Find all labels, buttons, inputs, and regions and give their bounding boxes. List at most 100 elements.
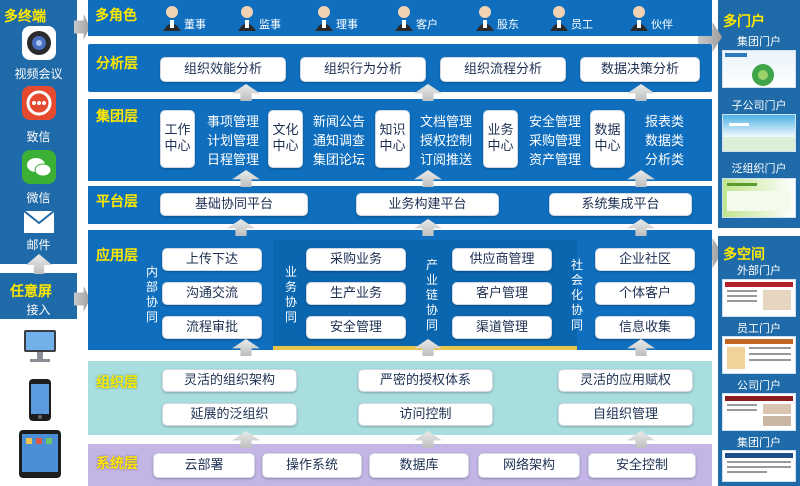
role-label[interactable]: 理事 <box>336 18 358 31</box>
flexible-org-structure[interactable]: 灵活的组织架构 <box>162 369 297 392</box>
business-center[interactable]: 业务 中心 <box>483 110 518 168</box>
database[interactable]: 数据库 <box>369 453 469 478</box>
video-conference-icon[interactable] <box>22 26 56 60</box>
org-behavior-analysis[interactable]: 组织行为分析 <box>300 57 426 82</box>
any-screen-arrow-right <box>74 286 90 312</box>
knowledge-items: 文档管理 授权控制 订阅推送 <box>420 115 473 168</box>
culture-center[interactable]: 文化 中心 <box>268 110 303 168</box>
role-avatar-icon[interactable] <box>548 4 570 32</box>
portal-label-subsidiary[interactable]: 子公司门户 <box>731 99 787 112</box>
group-space-thumbnail[interactable] <box>722 450 796 482</box>
operating-system[interactable]: 操作系统 <box>262 453 362 478</box>
knowledge-center[interactable]: 知识 中心 <box>375 110 410 168</box>
wechat-icon[interactable] <box>22 150 56 184</box>
role-avatar-icon[interactable] <box>313 4 335 32</box>
app-enterprise-community[interactable]: 企业社区 <box>595 248 695 271</box>
system-title: 系统层 <box>96 456 138 472</box>
role-label[interactable]: 股东 <box>497 18 519 31</box>
business-items: 安全管理 采购管理 资产管理 <box>529 115 582 168</box>
multi-terminal-panel: 多终端 视频会议 致信 微信 邮件 <box>0 0 77 264</box>
security-control[interactable]: 安全控制 <box>588 453 696 478</box>
space-label-company[interactable]: 公司门户 <box>737 379 781 392</box>
zhixin-label[interactable]: 致信 <box>26 130 51 144</box>
app-supplier-management[interactable]: 供应商管理 <box>452 248 552 271</box>
roles-title: 多角色 <box>95 8 137 24</box>
role-label[interactable]: 伙伴 <box>651 18 673 31</box>
role-avatar-icon[interactable] <box>474 4 496 32</box>
app-process-approval[interactable]: 流程审批 <box>162 316 262 339</box>
multi-space-title: 多空间 <box>723 247 765 263</box>
role-label[interactable]: 董事 <box>184 18 206 31</box>
multi-terminal-title: 多终端 <box>4 9 46 25</box>
role-avatar-icon[interactable] <box>161 4 183 32</box>
app-individual-customer[interactable]: 个体客户 <box>595 282 695 305</box>
any-screen-title: 任意屏 <box>10 284 52 300</box>
app-upload-down[interactable]: 上传下达 <box>162 248 262 271</box>
work-center[interactable]: 工作 中心 <box>160 110 195 168</box>
multi-space-panel: 多空间 外部门户 员工门户 公司门户 集团门户 <box>718 236 800 486</box>
flexible-app-empowerment[interactable]: 灵活的应用赋权 <box>558 369 693 392</box>
data-items: 报表类 数据类 分析类 <box>645 115 685 168</box>
space-label-group[interactable]: 集团门户 <box>737 436 781 449</box>
company-portal-thumbnail[interactable] <box>722 393 796 431</box>
system-integration-platform[interactable]: 系统集成平台 <box>549 193 692 216</box>
app-communication[interactable]: 沟通交流 <box>162 282 262 305</box>
external-portal-thumbnail[interactable] <box>722 279 796 317</box>
smartphone-icon[interactable] <box>26 378 54 422</box>
wechat-label[interactable]: 微信 <box>26 191 51 205</box>
app-channel-management[interactable]: 渠道管理 <box>452 316 552 339</box>
any-screen-sub: 接入 <box>26 303 51 317</box>
mail-label[interactable]: 邮件 <box>26 238 51 252</box>
social-collab-label: 社 会 化 协 同 <box>570 258 583 332</box>
video-conference-label[interactable]: 视频会议 <box>14 67 63 81</box>
tablet-icon[interactable] <box>16 428 64 480</box>
group-portal-thumbnail[interactable] <box>722 50 796 88</box>
app-customer-management[interactable]: 客户管理 <box>452 282 552 305</box>
desktop-computer-icon[interactable] <box>20 328 60 368</box>
role-label[interactable]: 客户 <box>416 18 438 31</box>
platform-title: 平台层 <box>96 194 138 210</box>
terminal-arrow-right <box>74 14 90 40</box>
org-process-analysis[interactable]: 组织流程分析 <box>440 57 566 82</box>
portal-label-pan-org[interactable]: 泛组织门户 <box>731 162 787 175</box>
employee-portal-thumbnail[interactable] <box>722 336 796 374</box>
zhixin-icon[interactable] <box>22 86 56 120</box>
cloud-deployment[interactable]: 云部署 <box>153 453 255 478</box>
extended-pan-org[interactable]: 延展的泛组织 <box>162 403 297 426</box>
multi-portal-title: 多门户 <box>723 14 765 30</box>
app-procurement[interactable]: 采购业务 <box>306 248 406 271</box>
mail-icon[interactable] <box>23 210 55 233</box>
portal-label-group[interactable]: 集团门户 <box>737 35 781 48</box>
data-center[interactable]: 数据 中心 <box>590 110 625 168</box>
space-label-external[interactable]: 外部门户 <box>737 264 781 277</box>
application-title: 应用层 <box>96 248 138 264</box>
business-build-platform[interactable]: 业务构建平台 <box>356 193 499 216</box>
data-decision-analysis[interactable]: 数据决策分析 <box>580 57 700 82</box>
strict-authorization-system[interactable]: 严密的授权体系 <box>358 369 493 392</box>
role-label[interactable]: 监事 <box>259 18 281 31</box>
self-org-management[interactable]: 自组织管理 <box>558 403 693 426</box>
work-items: 事项管理 计划管理 日程管理 <box>207 115 260 168</box>
internal-collab-label: 内 部 协 同 <box>145 265 158 324</box>
app-safety-management[interactable]: 安全管理 <box>306 316 406 339</box>
basic-collab-platform[interactable]: 基础协同平台 <box>160 193 308 216</box>
role-avatar-icon[interactable] <box>628 4 650 32</box>
culture-items: 新闻公告 通知调查 集团论坛 <box>313 115 366 168</box>
app-info-collection[interactable]: 信息收集 <box>595 316 695 339</box>
chain-collab-label: 产 业 链 协 同 <box>425 258 438 332</box>
org-efficiency-analysis[interactable]: 组织效能分析 <box>160 57 286 82</box>
space-label-employee[interactable]: 员工门户 <box>737 322 781 335</box>
pan-org-portal-thumbnail[interactable] <box>722 178 796 218</box>
organization-title: 组织层 <box>96 375 138 391</box>
app-production[interactable]: 生产业务 <box>306 282 406 305</box>
any-screen-header <box>0 273 77 319</box>
role-label[interactable]: 员工 <box>571 18 593 31</box>
network-architecture[interactable]: 网络架构 <box>478 453 580 478</box>
analysis-title: 分析层 <box>96 56 138 72</box>
role-avatar-icon[interactable] <box>393 4 415 32</box>
access-control[interactable]: 访问控制 <box>358 403 493 426</box>
subsidiary-portal-thumbnail[interactable] <box>722 114 796 152</box>
role-avatar-icon[interactable] <box>236 4 258 32</box>
multi-portal-panel: 多门户 集团门户 子公司门户 泛组织门户 <box>718 0 800 228</box>
business-collab-label: 业 务 协 同 <box>284 265 297 324</box>
